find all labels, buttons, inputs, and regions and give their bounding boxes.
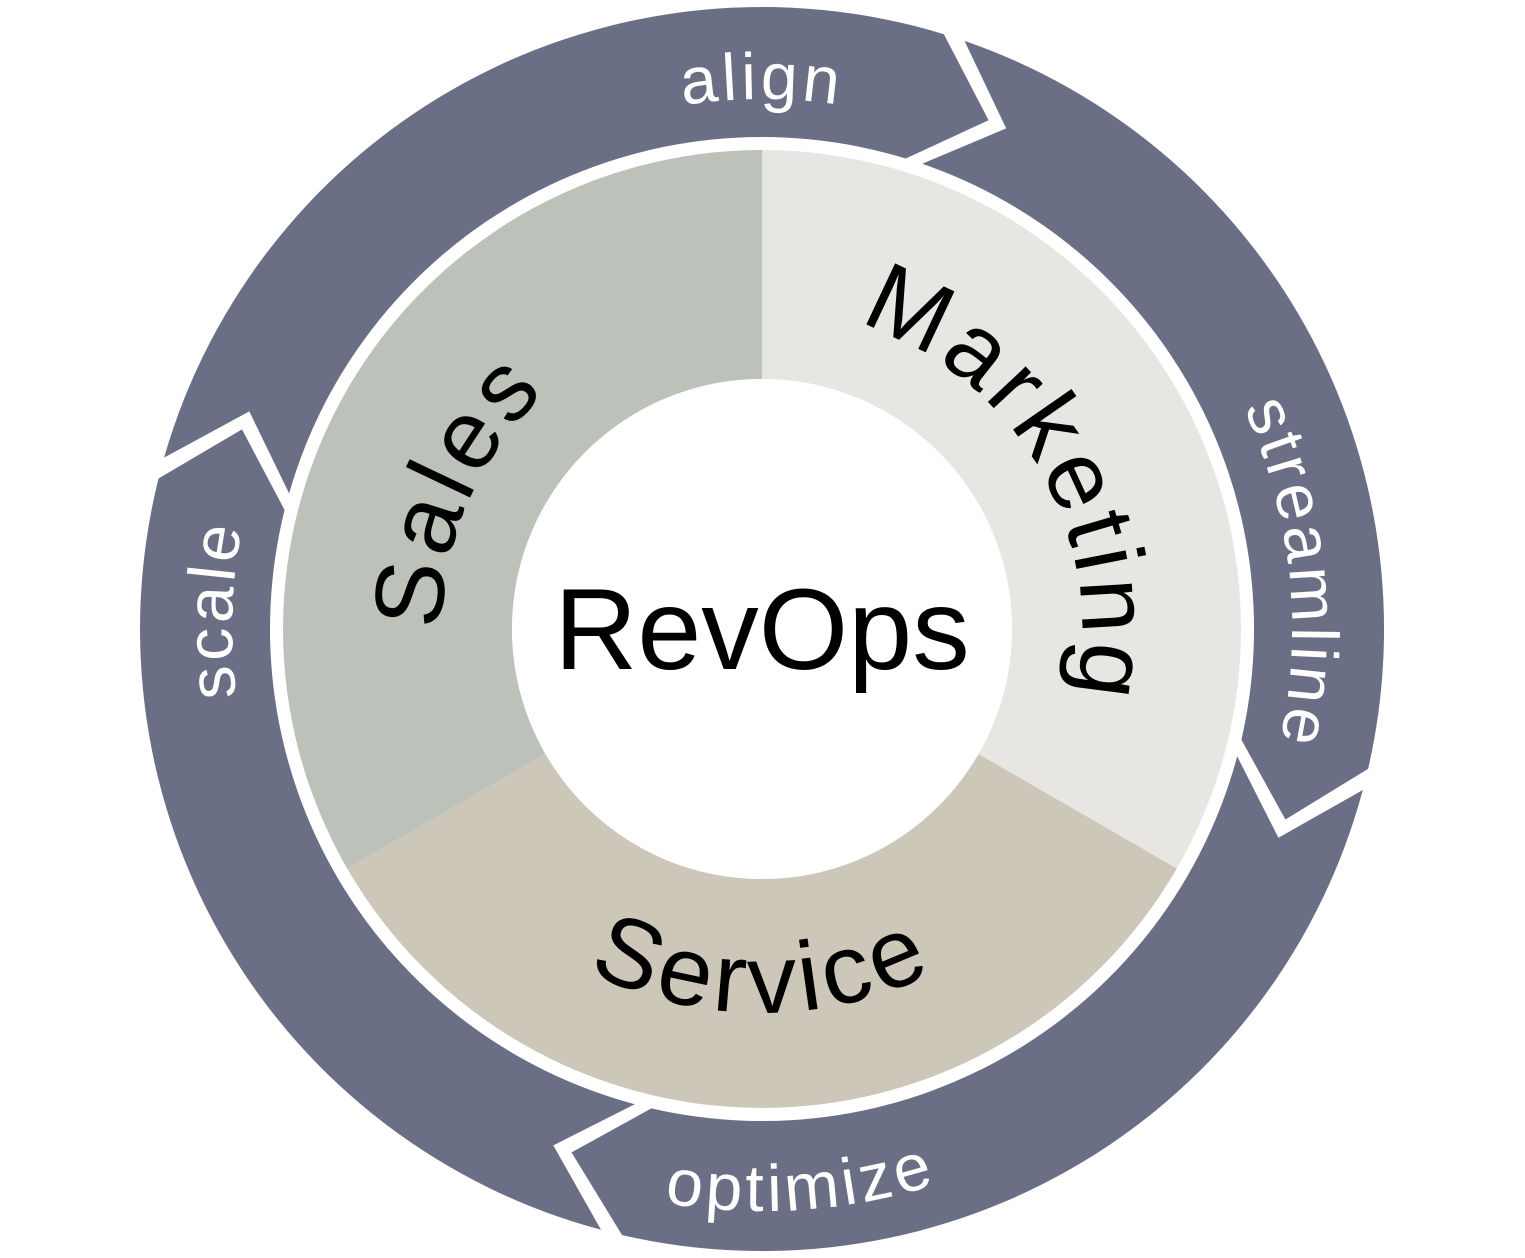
center-label: RevOps (554, 566, 969, 694)
donut-segment-service (347, 754, 1177, 1108)
arrow-segment-align (164, 7, 989, 494)
arrow-segment-optimize (571, 756, 1363, 1252)
donut-segment-sales (283, 150, 762, 869)
arrow-segment-scale (140, 429, 635, 1230)
outer-ring-label-scale: scale (172, 515, 256, 703)
center-circle (512, 379, 1012, 879)
arrow-segment-streamline (922, 40, 1385, 820)
donut-segment-marketing (762, 150, 1241, 869)
outer-ring-label-align: align (676, 39, 848, 119)
